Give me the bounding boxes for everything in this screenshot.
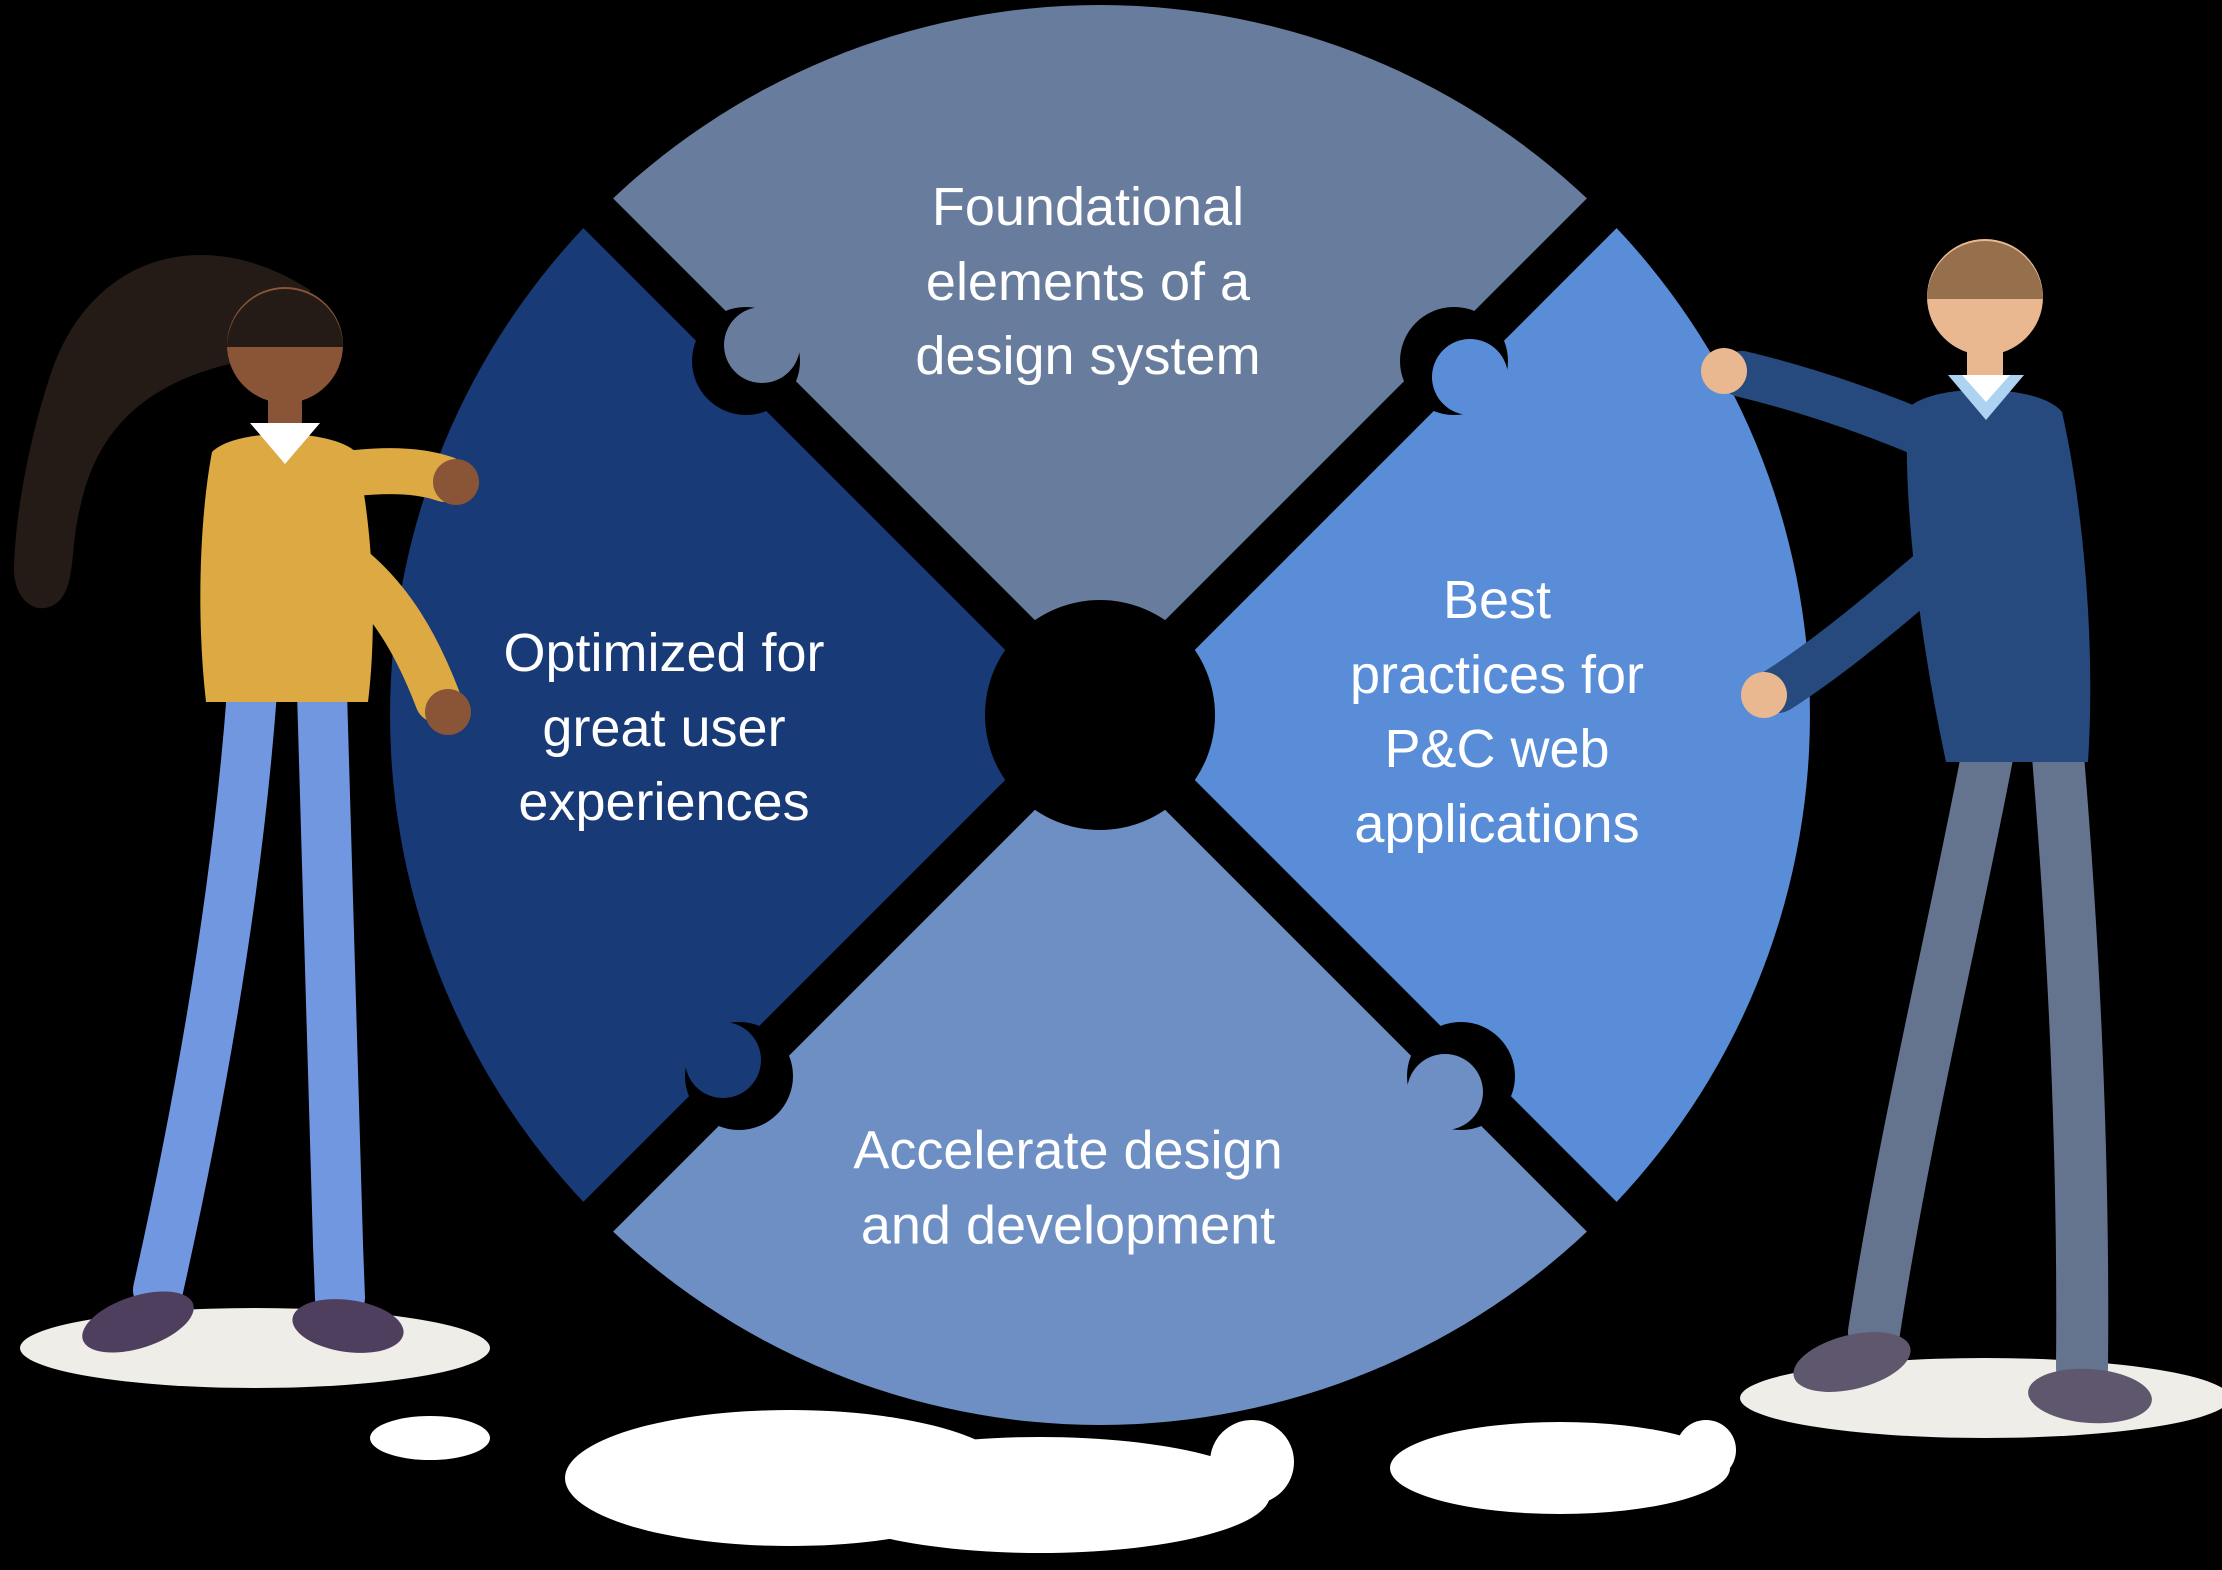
upper-hand	[433, 459, 479, 505]
right-leg	[2032, 730, 2109, 1394]
puzzle-tab-lower-right	[1407, 1022, 1515, 1130]
collar	[250, 423, 320, 464]
puzzle-tab-knob	[1432, 339, 1508, 415]
upper-arm	[1719, 351, 1951, 459]
person-right-illustration	[1701, 239, 2152, 1424]
lower-hand	[1741, 672, 1787, 718]
hair-top	[1927, 241, 2043, 299]
puzzle-tab-upper-left	[692, 307, 800, 415]
lower-arm	[1755, 542, 1961, 713]
left-leg	[1848, 726, 2014, 1358]
lower-hand	[425, 689, 471, 735]
floor-splash-shapes	[370, 1410, 1736, 1553]
puzzle-tab-knob	[1407, 1054, 1483, 1130]
splash-blob	[370, 1416, 490, 1460]
splash-knob	[1676, 1420, 1736, 1480]
hair-top	[227, 289, 343, 347]
left-leg	[133, 667, 277, 1315]
person-left-illustration	[13, 255, 479, 1353]
collar-shirt	[1962, 375, 2010, 402]
torso-sweater	[1906, 389, 2091, 762]
puzzle-tab-knob	[685, 1022, 761, 1098]
lower-arm	[319, 537, 461, 723]
segment-left-shape	[390, 213, 1100, 1217]
right-leg	[297, 667, 365, 1323]
splash-blob	[810, 1437, 1270, 1553]
segment-bottom-shape	[598, 715, 1602, 1425]
puzzle-wheel	[390, 5, 1810, 1425]
segment-right-shape	[1100, 213, 1810, 1217]
left-shoe	[82, 1291, 194, 1353]
left-shoe	[1793, 1332, 1911, 1392]
upper-hand	[1701, 348, 1747, 394]
puzzle-tab-knob	[724, 307, 800, 383]
segment-top-shape	[598, 5, 1602, 715]
puzzle-tab-upper-right	[1400, 307, 1508, 415]
upper-arm	[323, 448, 468, 502]
splash-knob	[1210, 1420, 1294, 1504]
right-shoe	[2028, 1368, 2152, 1424]
right-shoe	[292, 1299, 404, 1353]
splash-blob	[1390, 1422, 1730, 1514]
center-hub-circle	[985, 600, 1215, 830]
torso-sweater	[200, 434, 373, 702]
puzzle-tab-lower-left	[685, 1022, 793, 1130]
